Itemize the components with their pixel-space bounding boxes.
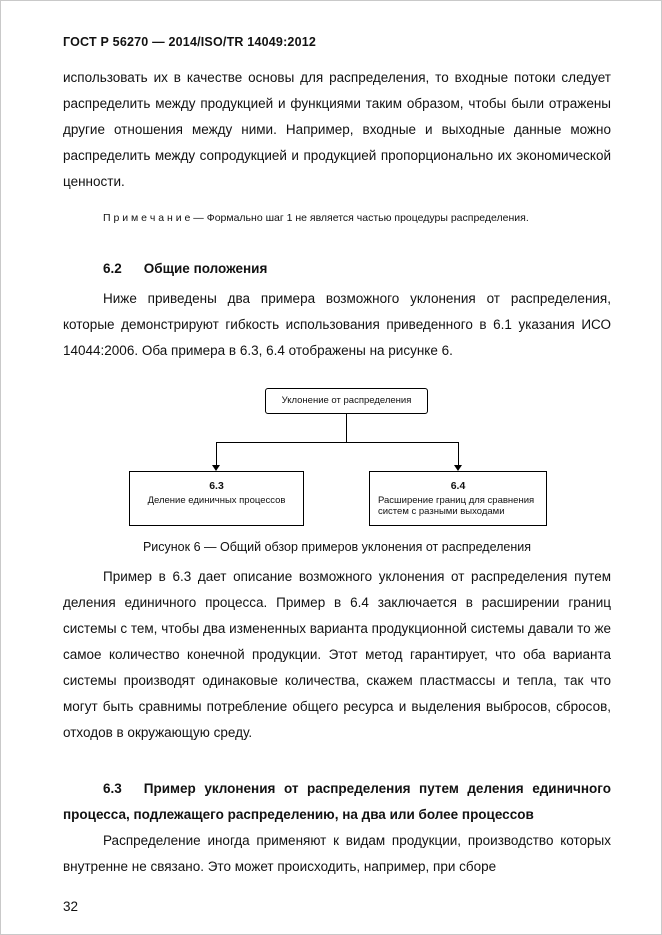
arrow-down-icon	[454, 465, 462, 471]
body-paragraph-3: Пример в 6.3 дает описание возможного ук…	[63, 569, 611, 740]
connector-line-vertical-right	[458, 442, 459, 466]
note-text: П р и м е ч а н и е — Формально шаг 1 не…	[103, 212, 529, 224]
connector-line-vertical-top	[346, 414, 347, 442]
diagram-box-6-4: 6.4 Расширение границ для сравнения сист…	[369, 471, 547, 526]
connector-line-vertical-left	[216, 442, 217, 466]
figure-6-diagram: Уклонение от распределения 6.3 Деление е…	[63, 386, 611, 528]
figure-caption: Рисунок 6 — Общий обзор примеров уклонен…	[142, 540, 532, 554]
diagram-root-label: Уклонение от распределения	[281, 395, 412, 406]
connector-line-horizontal	[216, 442, 459, 443]
diagram-root-box: Уклонение от распределения	[265, 388, 428, 414]
section-title: Пример уклонения от распределения путем …	[63, 781, 611, 822]
document-header: ГОСТ Р 56270 — 2014/ISO/TR 14049:2012	[63, 35, 317, 49]
diagram-box-label: Деление единичных процессов	[147, 495, 286, 506]
diagram-box-6-3: 6.3 Деление единичных процессов	[129, 471, 304, 526]
arrow-down-icon	[212, 465, 220, 471]
section-number: 6.2	[103, 261, 122, 276]
diagram-box-number: 6.3	[209, 480, 224, 492]
section-number: 6.3	[103, 781, 122, 796]
figure-6: Уклонение от распределения 6.3 Деление е…	[63, 386, 611, 554]
page-number: 32	[63, 899, 79, 914]
body-paragraph-4: Распределение иногда применяют к видам п…	[63, 833, 611, 874]
diagram-box-label: Расширение границ для сравнения систем с…	[378, 495, 535, 517]
body-paragraph-2: Ниже приведены два примера возможного ук…	[63, 291, 611, 358]
diagram-box-number: 6.4	[450, 480, 466, 492]
body-paragraph-1: использовать их в качестве основы для ра…	[63, 70, 611, 189]
section-title: Общие положения	[143, 261, 268, 276]
section-heading-6-2: 6.2 Общие положения	[63, 256, 611, 282]
